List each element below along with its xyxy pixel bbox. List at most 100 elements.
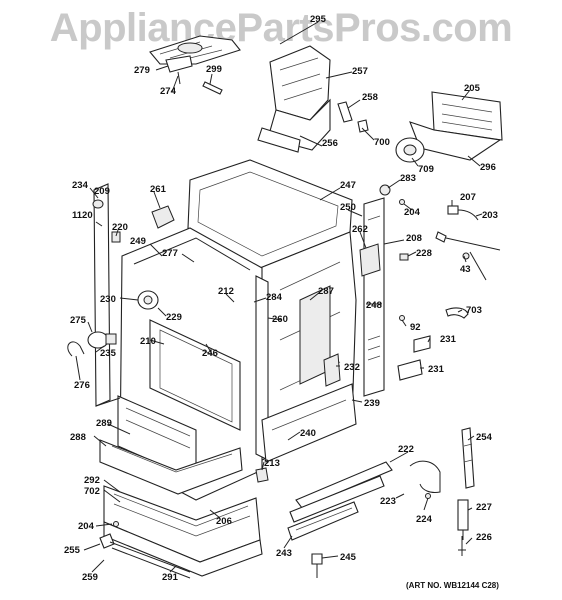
callout-227: 227 (476, 502, 492, 513)
callout-206: 206 (216, 516, 232, 527)
callout-204a: 204 (404, 207, 421, 218)
part-204b-screw (113, 521, 119, 527)
part-226-wire (458, 536, 466, 556)
callout-288: 288 (70, 432, 86, 443)
callout-234: 234 (72, 180, 89, 191)
callout-228: 228 (416, 248, 432, 259)
callout-231b: 231 (428, 364, 445, 375)
callout-246: 246 (202, 348, 218, 359)
callout-239: 239 (364, 398, 380, 409)
callout-257: 257 (352, 66, 368, 77)
callout-296: 296 (480, 162, 496, 173)
callout-207: 207 (460, 192, 476, 203)
callout-284: 284 (266, 292, 283, 303)
part-295-burner-assembly (149, 35, 241, 65)
part-283 (379, 184, 391, 196)
callout-247: 247 (340, 180, 356, 191)
callout-702: 702 (84, 486, 100, 497)
callout-258: 258 (362, 92, 378, 103)
callout-212: 212 (218, 286, 234, 297)
callout-223: 223 (380, 496, 396, 507)
callout-235: 235 (100, 348, 117, 359)
callout-703: 703 (466, 305, 482, 316)
callout-209: 209 (94, 186, 110, 197)
part-254-bracket (461, 427, 475, 489)
leader-lines (75, 21, 483, 573)
part-279-bracket (165, 55, 193, 85)
callout-709: 709 (418, 164, 434, 175)
callout-43: 43 (460, 264, 471, 275)
callout-229: 229 (166, 312, 182, 323)
part-700 (357, 119, 369, 133)
callout-1120: 1120 (72, 210, 93, 221)
part-209 (92, 199, 104, 209)
part-231-bracket-a (413, 335, 431, 353)
part-213 (255, 467, 269, 483)
callout-230: 230 (100, 294, 116, 305)
callout-277: 277 (162, 248, 178, 259)
callout-262: 262 (352, 224, 368, 235)
part-292-drawer-assembly (103, 485, 263, 577)
part-232 (323, 353, 341, 387)
callout-210: 210 (140, 336, 156, 347)
callout-276: 276 (74, 380, 90, 391)
part-204-screw (399, 199, 405, 205)
part-245-screw (311, 553, 323, 578)
callout-287: 287 (318, 286, 334, 297)
callout-222: 222 (398, 444, 414, 455)
callout-256: 256 (322, 138, 338, 149)
part-231-bracket-b (397, 359, 423, 381)
part-224-hook (409, 460, 441, 499)
part-259-rod (99, 533, 191, 579)
part-227-fuse (457, 499, 469, 540)
part-709-fan (395, 137, 425, 163)
part-207-connector (447, 205, 479, 221)
part-288-broiler-pan (99, 439, 243, 495)
callout-292: 292 (84, 475, 100, 486)
callout-232: 232 (344, 362, 360, 373)
callout-231a: 231 (440, 334, 457, 345)
callout-204b: 204 (78, 521, 95, 532)
callout-92: 92 (410, 322, 421, 333)
part-257-vent-duct (257, 45, 331, 153)
callout-203: 203 (482, 210, 498, 221)
callout-240: 240 (300, 428, 316, 439)
callout-259: 259 (82, 572, 98, 583)
part-243-manifold (287, 501, 359, 541)
part-262 (359, 243, 381, 277)
part-220 (111, 231, 121, 243)
part-299-screw (202, 81, 223, 95)
part-240-lower-frame (261, 383, 357, 463)
callout-283: 283 (400, 173, 416, 184)
part-222-burner-rail (289, 461, 393, 523)
callout-labels: 295 279 274 299 257 258 700 205 256 709 … (64, 14, 499, 590)
art-number: (ART NO. WB12144 C28) (406, 581, 499, 590)
callout-291: 291 (162, 572, 179, 583)
callout-289: 289 (96, 418, 112, 429)
callout-249: 249 (130, 236, 146, 247)
callout-255: 255 (64, 545, 81, 556)
callout-205: 205 (464, 83, 481, 94)
part-92 (399, 315, 405, 321)
part-230-knob (137, 290, 159, 310)
callout-260: 260 (272, 314, 288, 325)
callout-226: 226 (476, 532, 492, 543)
callout-700: 700 (374, 137, 390, 148)
callout-224: 224 (416, 514, 433, 525)
callout-275: 275 (70, 315, 87, 326)
callout-213: 213 (264, 458, 280, 469)
part-43-sensor (435, 231, 501, 281)
callout-261: 261 (150, 184, 167, 195)
callout-243: 243 (276, 548, 292, 559)
callout-295: 295 (310, 14, 327, 25)
part-258 (337, 101, 353, 123)
callout-279: 279 (134, 65, 150, 76)
callout-254: 254 (476, 432, 493, 443)
callout-220: 220 (112, 222, 128, 233)
part-275-bulb (87, 331, 117, 349)
callout-248: 248 (366, 300, 382, 311)
part-703 (445, 307, 469, 319)
callout-274: 274 (160, 86, 177, 97)
